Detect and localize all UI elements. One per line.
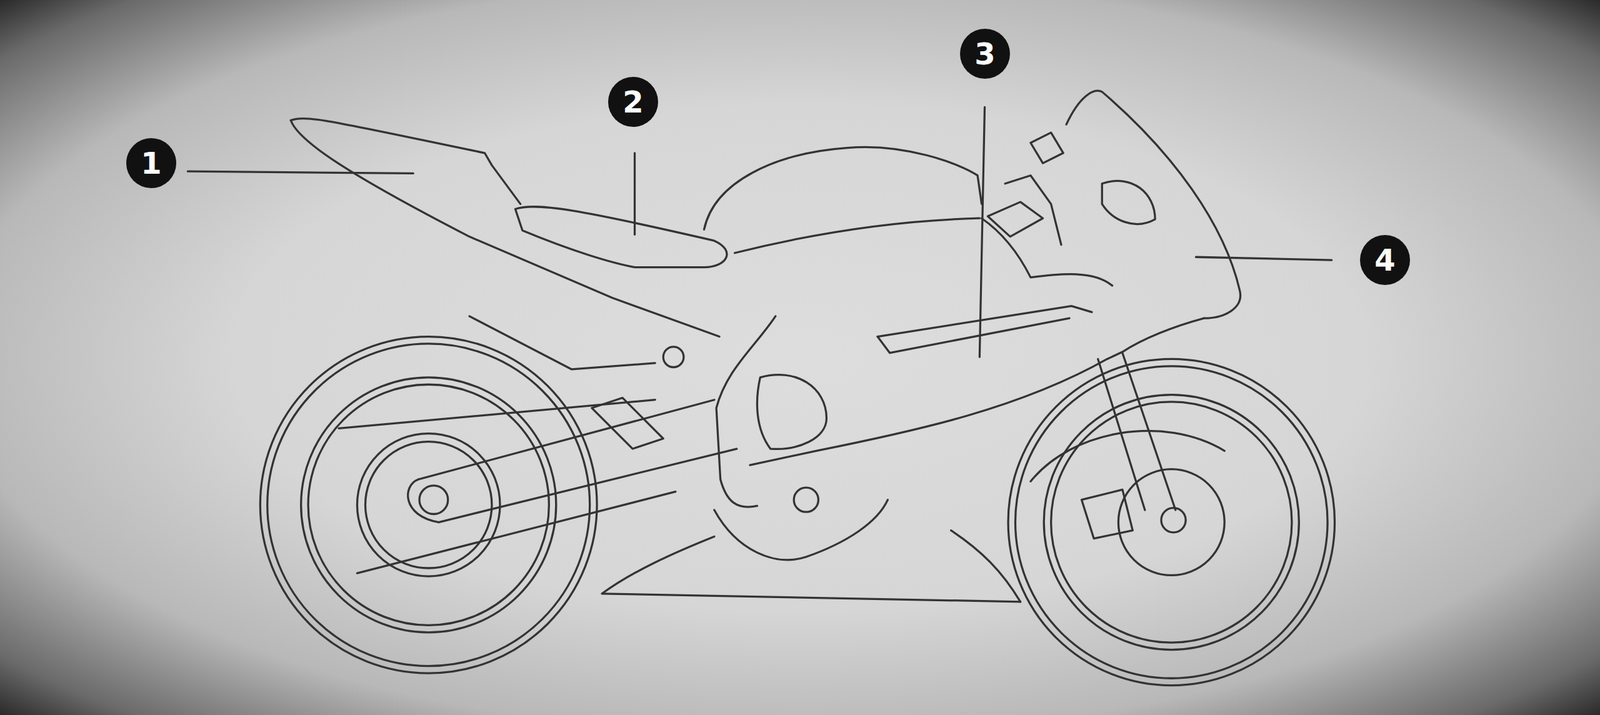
callout-number: 4 [1360, 235, 1410, 285]
callout-number: 2 [608, 76, 659, 127]
callout-number: 1 [126, 138, 177, 189]
callout-number: 3 [960, 28, 1010, 79]
